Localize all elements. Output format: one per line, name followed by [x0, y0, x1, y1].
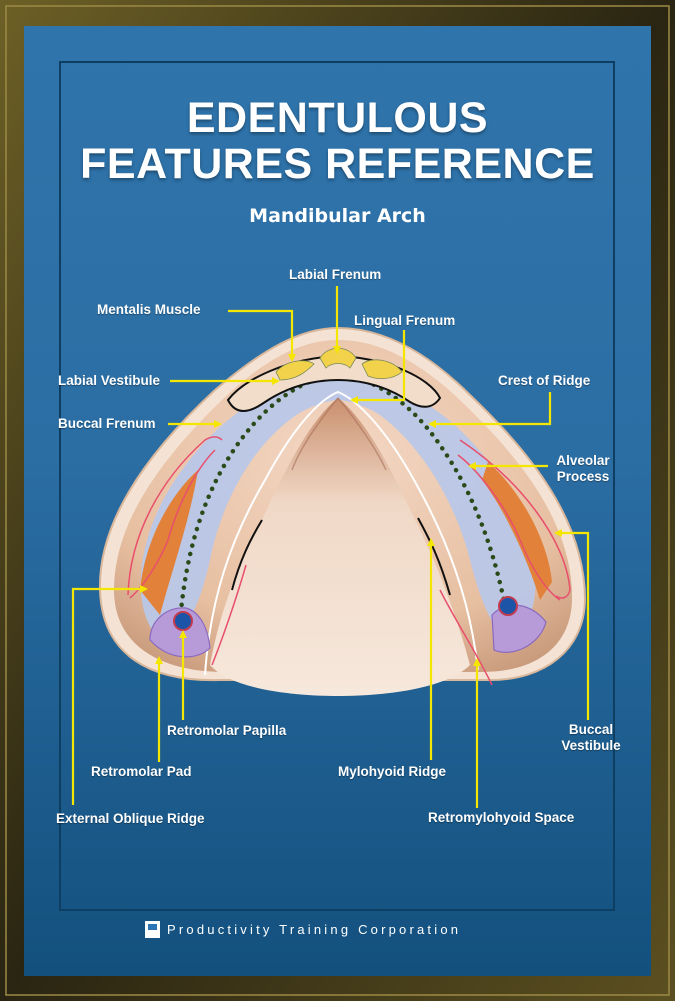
label-buccal-vestibule: Buccal Vestibule	[556, 722, 626, 754]
label-labial-frenum: Labial Frenum	[289, 267, 382, 282]
poster-subtitle: Mandibular Arch	[249, 205, 426, 227]
label-buccal-frenum: Buccal Frenum	[58, 416, 156, 431]
buccal-shelf-right-shape	[482, 462, 552, 600]
label-labial-vestibule: Labial Vestibule	[58, 373, 161, 388]
label-buccal-vestibule-line1: Buccal	[568, 722, 614, 737]
label-alveolar-process: Alveolar Process	[548, 453, 618, 485]
mentalis-muscle-right-shape	[361, 359, 403, 380]
poster-title-line2: FEATURES REFERENCE	[80, 140, 595, 188]
label-external-oblique-ridge: External Oblique Ridge	[56, 811, 205, 826]
ptc-logo-icon	[145, 921, 160, 938]
retromolar-papilla-left	[173, 611, 193, 631]
retromolar-papilla-right	[498, 596, 518, 616]
label-alveolar-process-line2: Process	[556, 469, 610, 484]
label-alveolar-process-line1: Alveolar	[556, 453, 610, 468]
label-crest-of-ridge: Crest of Ridge	[498, 373, 591, 388]
label-buccal-vestibule-line2: Vestibule	[561, 738, 621, 753]
external-oblique-ridge-shape	[140, 470, 198, 615]
poster-title-line1: EDENTULOUS	[186, 94, 489, 142]
mentalis-muscle-left-shape	[275, 360, 315, 381]
label-lingual-frenum: Lingual Frenum	[354, 313, 456, 328]
label-retromylohyoid-space: Retromylohyoid Space	[428, 810, 575, 825]
publisher-name: Productivity Training Corporation	[167, 922, 462, 937]
label-mentalis-muscle: Mentalis Muscle	[97, 302, 201, 317]
label-mylohyoid-ridge: Mylohyoid Ridge	[338, 764, 446, 779]
crest-of-ridge-dots	[177, 371, 508, 625]
callout-lines	[71, 286, 590, 808]
label-retromolar-pad: Retromolar Pad	[91, 764, 192, 779]
label-retromolar-papilla: Retromolar Papilla	[167, 723, 287, 738]
floor-of-mouth-shape	[210, 398, 470, 696]
labial-frenum-shape	[319, 347, 357, 369]
inner-border	[59, 61, 615, 911]
